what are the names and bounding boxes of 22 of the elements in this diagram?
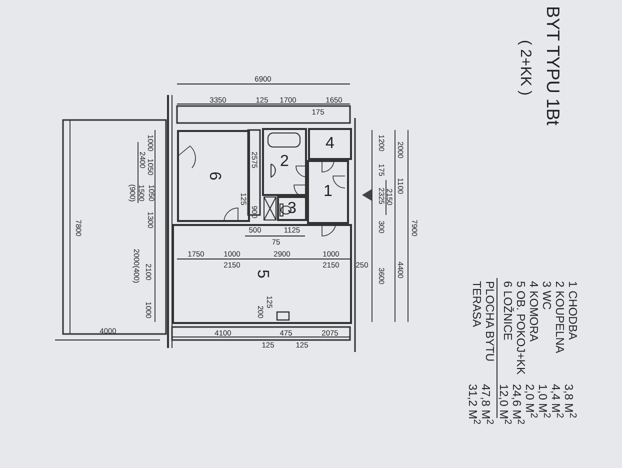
- room-number: 6: [206, 172, 222, 180]
- room-name: 3 WC: [540, 281, 551, 310]
- room-outline: [308, 128, 352, 160]
- room-name: 5 OB. POKOJ+KK: [514, 281, 525, 375]
- room-number: 5: [254, 270, 270, 278]
- room-outline: [277, 196, 307, 221]
- room-number: 3: [288, 200, 296, 216]
- room-number: 1: [324, 184, 332, 200]
- room-name: PLOCHA BYTU: [482, 281, 494, 362]
- plan-title: BYT TYPU 1Bt: [544, 6, 562, 126]
- room-number: 2: [280, 154, 289, 170]
- room-outline: [172, 224, 352, 324]
- apartment-type-caption: ( 2+KK ): [518, 40, 533, 96]
- room-number: 4: [326, 136, 334, 152]
- room-outline: [177, 130, 250, 222]
- room-name: 6 LOŽNICE: [500, 281, 512, 340]
- room-outline: [262, 128, 307, 196]
- room-outline: [307, 160, 349, 224]
- room-name: 4 KOMORA: [526, 281, 538, 342]
- room-name: 1 CHODBA: [566, 281, 577, 340]
- room-name: TERASA: [470, 281, 481, 328]
- room-name: 2 KOUPELNA: [552, 281, 564, 354]
